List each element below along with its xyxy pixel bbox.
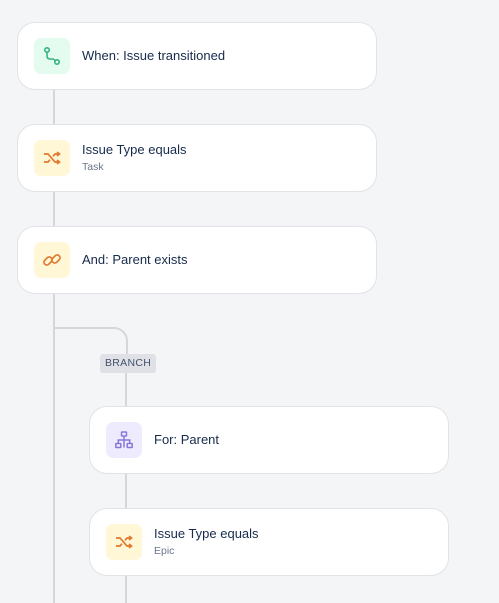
condition-title: Issue Type equals [82,142,187,157]
trigger-title: When: Issue transitioned [82,48,226,63]
shuffle-icon [116,535,133,549]
condition-icon-box [34,140,70,176]
branch-issue-type-condition-card[interactable]: Issue Type equals Epic [89,508,449,576]
trigger-card[interactable]: When: Issue transitioned [17,22,377,90]
for-parent-branch-card[interactable]: For: Parent [89,406,449,474]
branch-condition-title: Issue Type equals [154,526,259,541]
hierarchy-icon-box [106,422,142,458]
hierarchy-icon [115,431,133,449]
link-icon-box [34,242,70,278]
link-icon [43,254,61,266]
issue-type-condition-card[interactable]: Issue Type equals Task [17,124,377,192]
branch-condition-value: Epic [154,545,175,557]
transition-path-icon [43,46,61,66]
branch-connector-elbow [54,327,128,357]
branch-condition-icon-box [106,524,142,560]
condition-value: Task [82,161,104,173]
parent-exists-title: And: Parent exists [82,252,188,267]
shuffle-icon [44,151,61,165]
trigger-icon-box [34,38,70,74]
for-parent-title: For: Parent [154,432,220,447]
branch-connector-line [125,372,127,603]
branch-badge: BRANCH [100,354,157,373]
parent-exists-condition-card[interactable]: And: Parent exists [17,226,377,294]
